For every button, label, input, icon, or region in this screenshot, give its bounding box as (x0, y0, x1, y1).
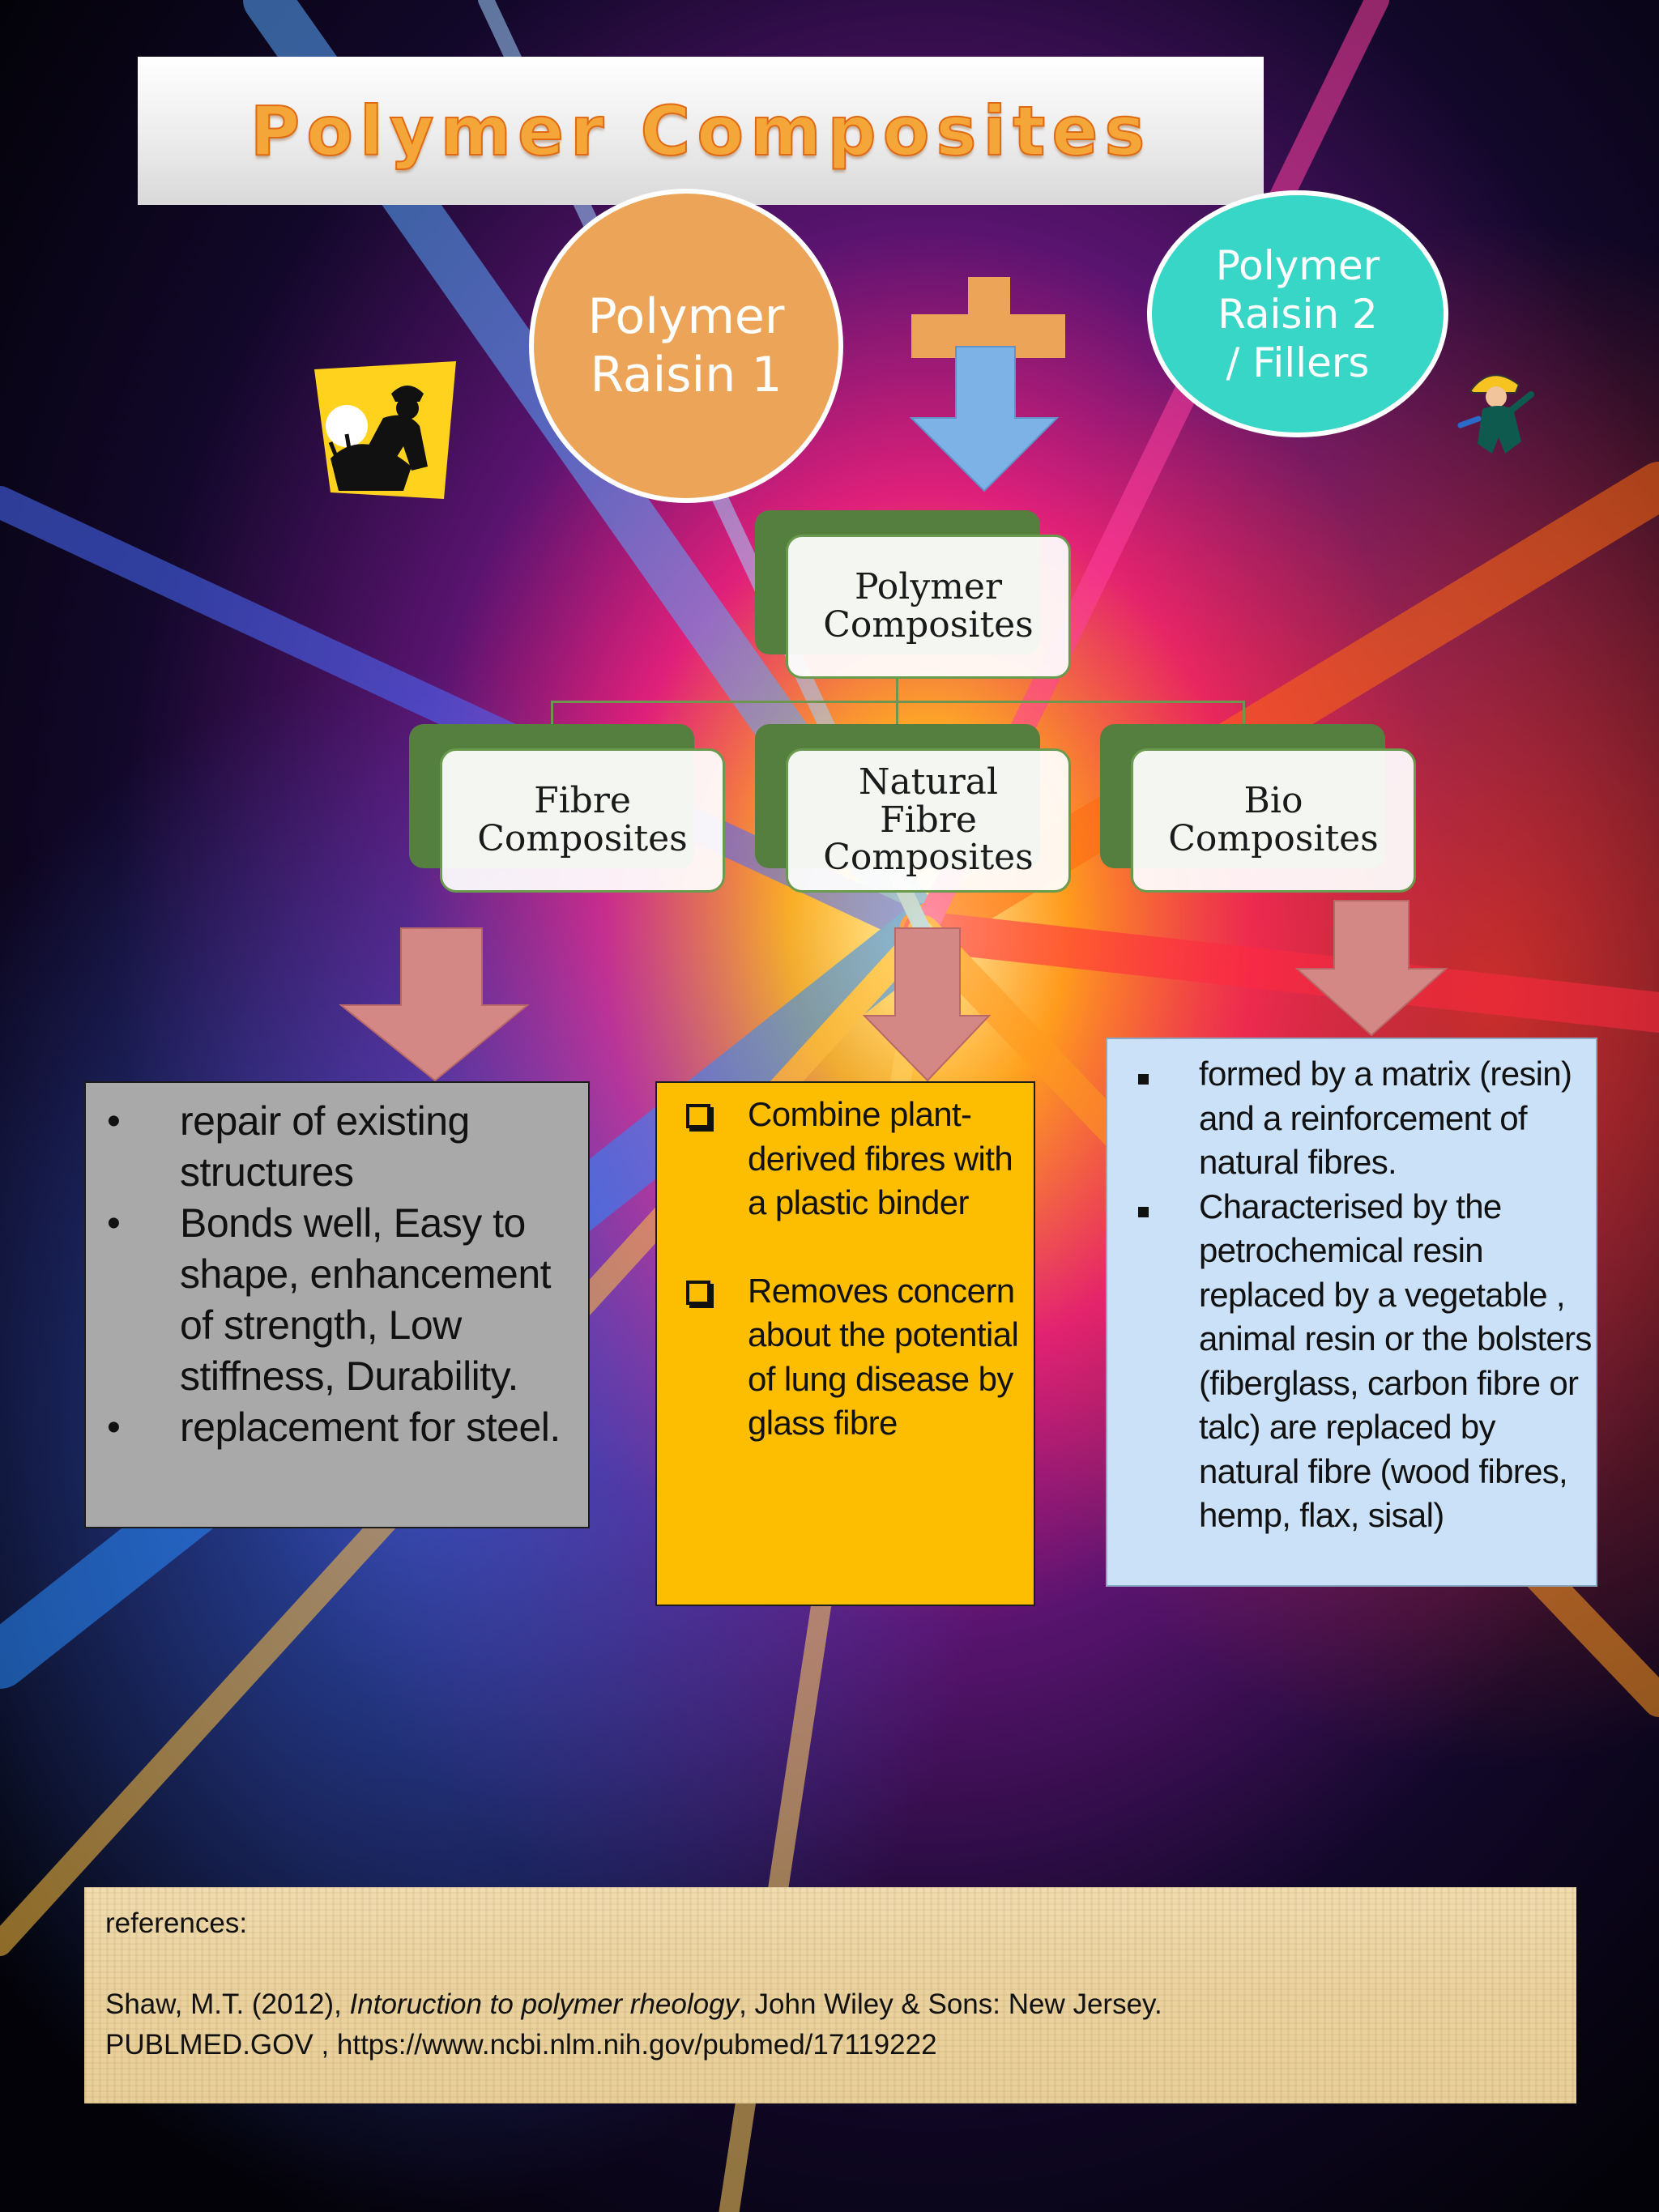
reference-1-title: Intoruction to polymer rheology (349, 1988, 740, 2020)
square-bullet-icon (1138, 1206, 1149, 1217)
polymer-raisin-1-label: Polymer Raisin 1 (587, 288, 785, 403)
fibre-composites-list: •repair of existing structures •Bonds we… (104, 1096, 582, 1453)
reference-1: Shaw, M.T. (2012), Intoruction to polyme… (105, 1988, 1162, 2020)
checkbox-bullet-icon (686, 1280, 710, 1305)
list-item: •replacement for steel. (104, 1402, 582, 1453)
references-heading: references: (105, 1907, 248, 1939)
reference-2: PUBLMED.GOV , https://www.ncbi.nlm.nih.g… (105, 2029, 937, 2061)
list-item: •repair of existing structures (104, 1096, 582, 1198)
bio-down-arrow-icon (1294, 900, 1448, 1037)
page-title: Polymer Composites (249, 91, 1152, 172)
plus-icon (911, 277, 1065, 358)
list-item: Removes concern about the potential of l… (681, 1269, 1030, 1446)
bio-composites-list: formed by a matrix (resin) and a reinfor… (1130, 1052, 1592, 1538)
connector-middle (896, 701, 898, 725)
engineer-clipart-icon (1457, 374, 1534, 454)
natural-down-arrow-icon (862, 927, 992, 1082)
bio-composites-label: Bio Composites (1168, 780, 1379, 859)
polymer-raisin-2-label: Polymer Raisin 2 / Fillers (1215, 241, 1380, 386)
polymer-raisin-2-circle: Polymer Raisin 2 / Fillers (1147, 190, 1448, 437)
down-arrow-icon (909, 346, 1060, 492)
natural-fibre-composites-label: Natural Fibre Composites (823, 761, 1034, 879)
natural-fibre-list: Combine plant-derived fibres with a plas… (681, 1093, 1030, 1446)
bio-composites-text-box: formed by a matrix (resin) and a reinfor… (1106, 1038, 1597, 1587)
list-item: •Bonds well, Easy to shape, enhancement … (104, 1198, 582, 1402)
fibre-down-arrow-icon (339, 927, 530, 1082)
list-item: formed by a matrix (resin) and a reinfor… (1130, 1052, 1592, 1185)
natural-fibre-composites-node: Natural Fibre Composites (786, 748, 1071, 893)
bullet-icon: • (107, 1100, 121, 1143)
list-item: Characterised by the petrochemical resin… (1130, 1185, 1592, 1538)
references-box: references: Shaw, M.T. (2012), Intoructi… (84, 1887, 1576, 2103)
farmer-clipart-icon (314, 361, 456, 499)
root-node-label: Polymer Composites (823, 566, 1034, 646)
bullet-icon: • (107, 1406, 121, 1449)
bullet-icon: • (107, 1202, 121, 1245)
fibre-composites-label: Fibre Composites (477, 780, 688, 859)
list-item: Combine plant-derived fibres with a plas… (681, 1093, 1030, 1225)
checkbox-bullet-icon (686, 1104, 710, 1128)
connector-right (1243, 701, 1245, 725)
polymer-raisin-1-circle: Polymer Raisin 1 (529, 189, 843, 503)
root-node: Polymer Composites (786, 535, 1071, 679)
natural-fibre-composites-text-box: Combine plant-derived fibres with a plas… (655, 1081, 1035, 1606)
fibre-composites-text-box: •repair of existing structures •Bonds we… (84, 1081, 590, 1528)
bio-composites-node: Bio Composites (1131, 748, 1416, 893)
connector-vertical (896, 679, 898, 701)
fibre-composites-node: Fibre Composites (440, 748, 725, 893)
title-banner: Polymer Composites (138, 57, 1264, 205)
square-bullet-icon (1138, 1074, 1149, 1085)
connector-left (551, 701, 553, 725)
